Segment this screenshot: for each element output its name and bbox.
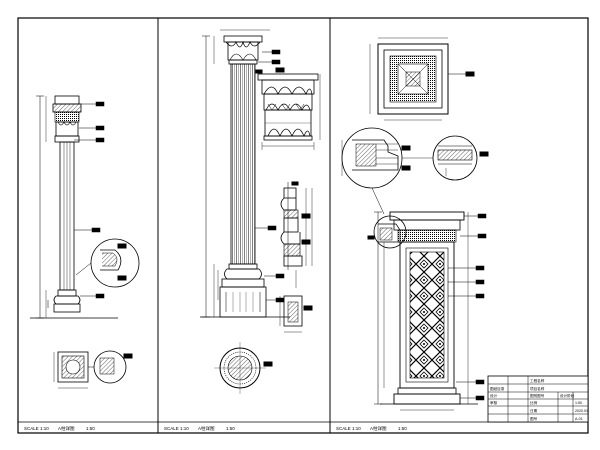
panel-ratio: 1:50 (86, 426, 95, 431)
panel-scale-label: SCALE 1:10 (164, 426, 189, 431)
panel-title: A柱详图 (370, 425, 387, 432)
title-block-cell: A-01 (575, 417, 583, 421)
panel-footer: SCALE 1:10 A柱详图 1:50 SCALE 1:10 A柱详图 1:5… (18, 421, 588, 432)
panel-ratio: 1:50 (398, 426, 407, 431)
title-block-cell: 工程名称 (530, 378, 545, 383)
title-block-cell: 比例 (530, 400, 538, 405)
title-block: 工程名称 图纸目录 项目名称 设计 图别图号 设计阶段 审核 比例 1:50 日… (487, 375, 589, 423)
panel-2-capital-detail (255, 67, 321, 150)
panel-1-plan-section (53, 350, 133, 389)
panel-scale-label: SCALE 1:10 (24, 426, 49, 431)
panel-3-pillar-elevation (374, 211, 478, 411)
sheet-border (17, 17, 589, 434)
panel-3-top-plan (369, 37, 475, 121)
title-block-cell: 1:50 (575, 401, 582, 405)
panel-2-base-profile (279, 181, 313, 333)
panel-3-callouts (448, 213, 487, 401)
panel-ratio: 1:50 (226, 426, 235, 431)
panel-1-detail-bubble (75, 238, 140, 288)
title-block-cell: 设计 (490, 393, 498, 398)
title-block-cell: 项目名称 (530, 386, 545, 391)
panel-2-round-plan (214, 342, 273, 394)
panel-1-column-elevation (30, 95, 118, 319)
panel-3-joint-detail (402, 135, 489, 181)
title-block-cell: 日期 (530, 408, 538, 413)
panel-title: A柱详图 (58, 425, 75, 432)
panel-1-callouts (47, 101, 105, 308)
title-block-cell: 2020.01 (575, 409, 588, 413)
panel-title: A柱详图 (198, 425, 215, 432)
panel-scale-label: SCALE 1:10 (336, 426, 361, 431)
panel-3-cornice-detail (341, 127, 411, 215)
title-block-cell: 图号 (530, 416, 538, 421)
panel-2-column-elevation (200, 29, 290, 318)
title-block-cell: 图别图号 (530, 393, 545, 398)
title-block-cell: 审核 (490, 400, 498, 405)
title-block-cell: 图纸目录 (490, 386, 505, 391)
title-block-cell: 设计阶段 (560, 393, 575, 398)
